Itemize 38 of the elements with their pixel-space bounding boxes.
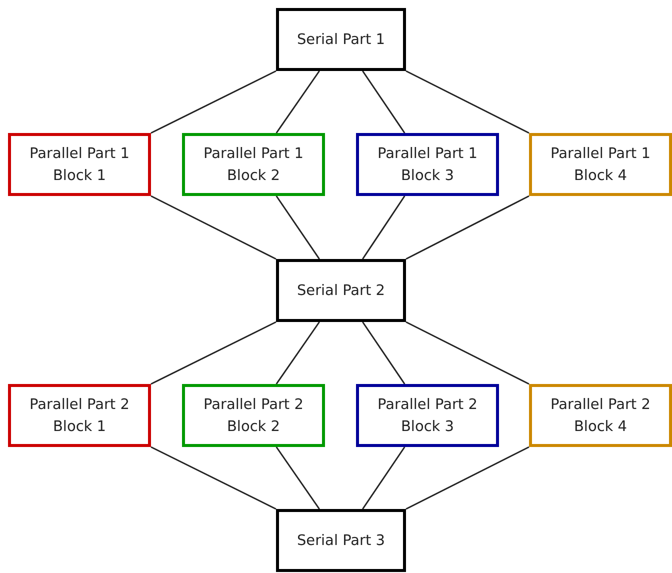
box-label: Serial Part 3 [296, 532, 386, 550]
box-label: Serial Part 1 [296, 30, 386, 50]
process-box [529, 133, 672, 196]
process-box [276, 8, 406, 71]
box-label: Parallel Part 1 Block 1 [28, 144, 130, 186]
box-label: Parallel Part 2 Block 2 [202, 396, 304, 436]
box-label: Parallel Part 1 Block 3 [376, 144, 478, 186]
process-box [529, 384, 672, 447]
connector-line [150, 446, 276, 510]
process-box [182, 133, 325, 196]
connector-line [362, 196, 406, 260]
connector-line [406, 195, 530, 260]
connector-line [362, 70, 406, 134]
box-label: Parallel Part 2 Block 4 [550, 396, 652, 436]
process-box [276, 509, 406, 572]
box-label: Serial Part 2 [296, 282, 386, 300]
process-box [8, 384, 151, 447]
process-box [356, 133, 499, 196]
connector-line [276, 70, 320, 134]
box-label: Parallel Part 1 Block 2 [202, 144, 304, 186]
process-box [182, 384, 325, 447]
box-label: Parallel Part 1 Block 4 [550, 144, 652, 186]
connector-line [150, 195, 276, 260]
process-box [356, 384, 499, 447]
connector-line [406, 321, 530, 385]
connector-line [150, 321, 276, 385]
process-box [8, 133, 151, 196]
process-box [276, 259, 406, 322]
connector-line [406, 446, 530, 510]
connector-line [362, 322, 406, 384]
connector-line [150, 70, 276, 134]
box-label: Parallel Part 2 Block 1 [28, 396, 130, 436]
connector-line [276, 322, 320, 384]
connector-line [362, 446, 406, 510]
connector-line [276, 196, 320, 260]
box-label: Parallel Part 2 Block 3 [376, 396, 478, 436]
connector-line [276, 446, 320, 510]
connector-line [406, 70, 530, 134]
